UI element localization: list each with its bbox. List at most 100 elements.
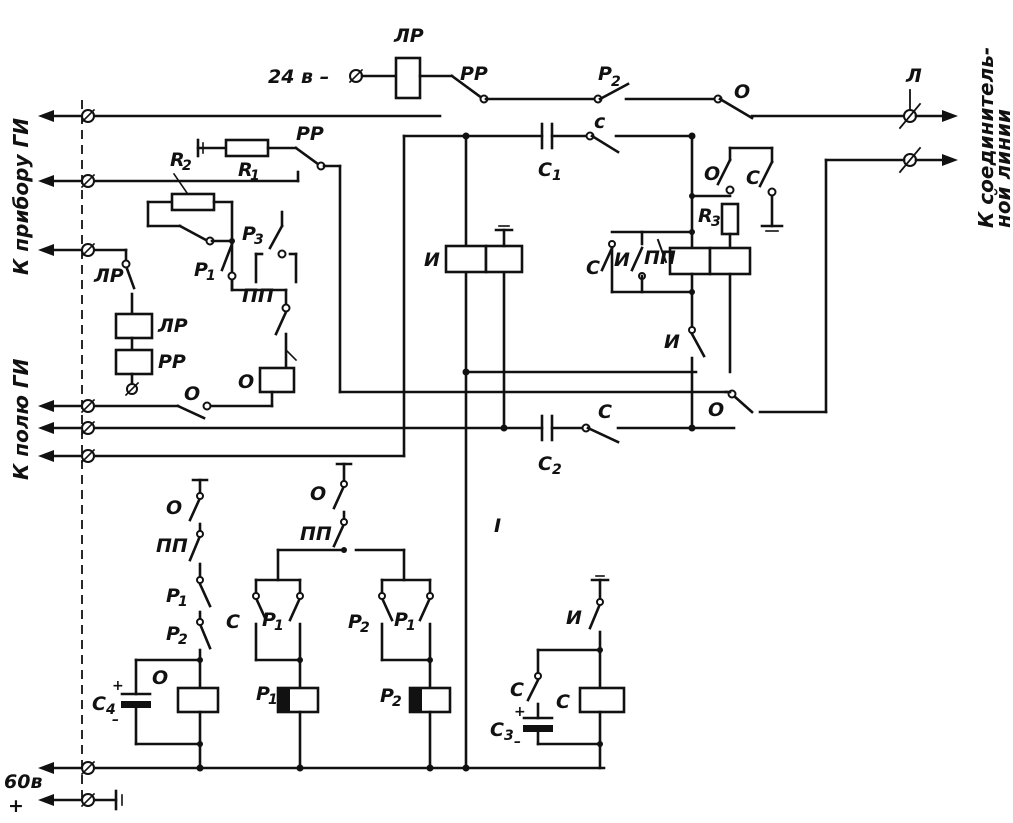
contact-p1-top-label: Р: [194, 259, 208, 281]
relay-i-coil-2: [484, 244, 524, 274]
contact-pp-bl-label: ПП: [156, 535, 188, 557]
central-bus: [402, 134, 698, 770]
relay-p2-sub: 2: [392, 694, 402, 710]
capacitor-c2-label: С: [538, 453, 552, 475]
bottom-p2-circuit: Р 2 Р 1 Р 2: [348, 578, 452, 770]
resistor-r3-label: R: [698, 205, 713, 227]
contact-o-lower-label: О: [708, 399, 724, 421]
relay-lr-top-label: ЛР: [393, 25, 424, 47]
contact-p1-bm-label: Р: [262, 609, 276, 631]
contact-p2-top-label: Р: [598, 63, 612, 85]
relay-s: [578, 686, 626, 714]
contact-o-bl-label: О: [166, 497, 182, 519]
junction-dots: [196, 132, 696, 772]
contact-pp-bm-label: ПП: [300, 523, 332, 545]
relay-pp-coil-1: [668, 246, 712, 276]
supply-24v-label: 24 в –: [268, 66, 329, 88]
relay-pp-coil-2: [708, 246, 752, 276]
contact-i-lower-label: И: [664, 331, 680, 353]
label-to-line-2: ной линии: [991, 109, 1013, 228]
resistor-r1: [224, 138, 270, 158]
capacitor-c1: С 1 с: [538, 111, 694, 184]
label-to-field: К полю ГИ: [9, 358, 33, 480]
label-to-line-1: К соединитель-: [974, 47, 998, 228]
contact-o-left-label: О: [184, 383, 200, 405]
contact-p1-bb-sub: 1: [406, 618, 416, 634]
capacitor-c4-plus: +: [112, 678, 124, 694]
bottom-s-circuit: И С С 3 + – С: [490, 575, 626, 770]
contact-p1-bb-label: Р: [394, 609, 408, 631]
resistor-r3-sub: 3: [711, 214, 721, 230]
terminal-circles: [80, 108, 96, 808]
contact-pp-top-label: ПП: [242, 285, 274, 307]
contact-o-top-label: О: [734, 81, 750, 103]
contact-p1-top-sub: 1: [206, 268, 216, 284]
resistor-r1-sub: 1: [250, 168, 260, 184]
contact-s-right-label: С: [746, 167, 760, 189]
contact-p1-bm-sub: 1: [274, 618, 284, 634]
contact-rr-left-label: РР: [296, 123, 324, 145]
capacitor-c4-label: С: [92, 693, 106, 715]
contact-p1-bl-label: Р: [166, 585, 180, 607]
relay-rr: [114, 348, 154, 376]
resistor-network-top: R 1 РР R 2 Р 1 Р 3: [146, 123, 728, 420]
relay-i-center: И: [424, 225, 524, 274]
capacitor-c3-minus: –: [514, 734, 521, 750]
capacitor-c3-plus: +: [514, 704, 526, 720]
contact-p2-bb-label: Р: [348, 611, 362, 633]
contact-rr-top-label: РР: [460, 63, 488, 85]
label-to-device: К прибору ГИ: [9, 118, 33, 275]
relay-o-left: [258, 366, 296, 394]
contact-p2-bl-sub: 2: [178, 632, 188, 648]
contact-i-pp-label: И: [614, 249, 630, 271]
capacitor-c2: С 2 С: [538, 401, 736, 478]
capacitor-c4-sub: 4: [105, 702, 116, 718]
contact-p2-bb-sub: 2: [360, 620, 370, 636]
relay-p1-label: Р: [256, 683, 270, 705]
contact-s-pp-label: С: [586, 257, 600, 279]
resistor-r2: [170, 192, 216, 212]
relay-rr-label: РР: [158, 351, 186, 373]
capacitor-c3-label: С: [490, 719, 504, 741]
contact-i-br-label: И: [566, 607, 582, 629]
output-line-2: [758, 146, 958, 414]
bottom-left-chain: О ПП Р 1 Р 2 О С 4 + –: [92, 478, 220, 770]
contact-p2-top-sub: 2: [611, 74, 621, 90]
resistor-r2-sub: 2: [182, 158, 192, 174]
contact-lr-label: ЛР: [93, 265, 124, 287]
supply-60v-label: 60в: [4, 771, 42, 793]
top-supply-line: 24 в – ЛР РР Р 2 О Л: [268, 25, 958, 130]
contact-p2-bl-label: Р: [166, 623, 180, 645]
relay-o-bottom-label: О: [152, 667, 168, 689]
capacitor-c3-sub: 3: [504, 728, 514, 744]
contact-c-small-label: с: [594, 111, 606, 133]
relay-lr-label: ЛР: [157, 315, 188, 337]
relay-i-label: И: [424, 249, 440, 271]
contact-s-br-label: С: [510, 679, 524, 701]
relay-lr: [114, 312, 154, 340]
contact-o-bm-label: О: [310, 483, 326, 505]
ground-plus-terminal: [114, 789, 123, 811]
capacitor-c2-sub: 2: [552, 462, 562, 478]
contact-l-label: Л: [905, 65, 922, 87]
contact-p1-bl-sub: 1: [178, 594, 188, 610]
contact-p3-label: Р: [242, 223, 256, 245]
contact-s-c2-label: С: [598, 401, 612, 423]
stray-mark: I: [494, 515, 501, 537]
relay-lr-top: [394, 56, 422, 100]
resistor-r1-label: R: [238, 159, 253, 181]
right-relay-block: О С R 3 С И ПП И: [586, 134, 784, 430]
capacitor-c4-minus: –: [112, 712, 119, 728]
relay-i-coil-1: [444, 244, 488, 274]
bottom-p1-circuit: О ПП С Р 1 Р 1: [226, 462, 406, 770]
resistor-r3: [720, 202, 740, 236]
capacitor-c1-sub: 1: [552, 168, 562, 184]
capacitor-c1-label: С: [538, 159, 552, 181]
relay-p2-label: Р: [380, 685, 394, 707]
contact-p3-sub: 3: [254, 232, 264, 248]
relay-s-label: С: [556, 691, 570, 713]
relay-o-left-label: О: [238, 371, 254, 393]
contact-pp-right-label: ПП: [644, 247, 676, 269]
contact-s-bm-label: С: [226, 611, 240, 633]
